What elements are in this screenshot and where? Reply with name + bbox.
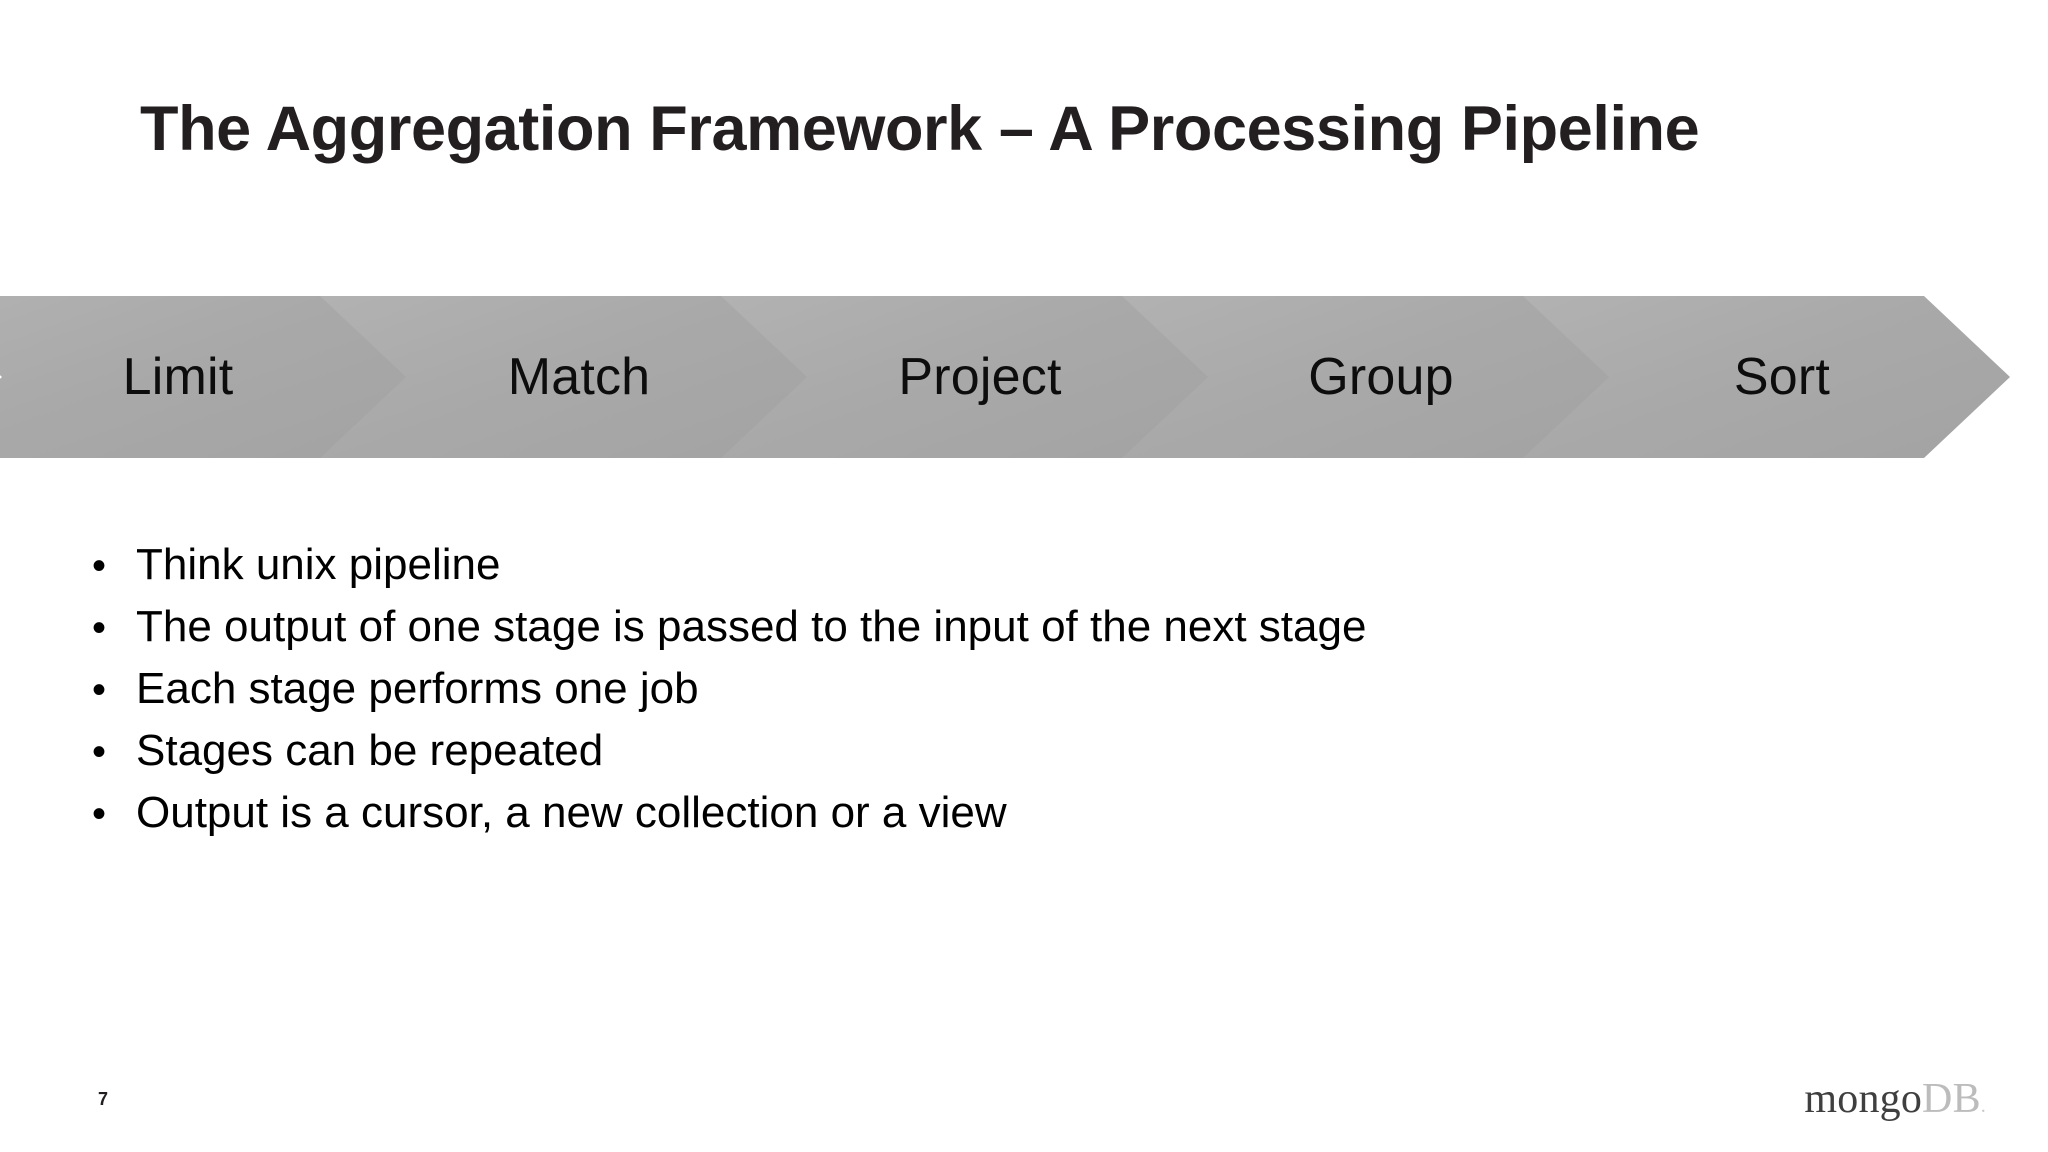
list-item: • The output of one stage is passed to th… [92,605,1892,667]
list-item-text: Stages can be repeated [136,726,604,775]
mongodb-logo: mongoDB. [1804,1078,1986,1120]
pipeline-stage-label: Project [898,348,1062,406]
pipeline-diagram: Limit Match Project Group Sort [0,296,2048,466]
pipeline-stage-label: Group [1308,348,1454,406]
bullet-marker-icon: • [92,792,107,836]
list-item-text: Think unix pipeline [136,540,501,589]
list-item: • Think unix pipeline [92,543,1892,605]
bullet-list: • Think unix pipeline • The output of one s… [92,543,1892,853]
pipeline-stage-limit[interactable]: Limit [0,296,406,458]
logo-text-mongo: mongo [1804,1076,1923,1122]
list-item: • Stages can be repeated [92,729,1892,791]
list-item-text: The output of one stage is passed to the… [136,602,1367,651]
page-number: 7 [98,1089,109,1109]
page-title: The Aggregation Framework – A Processing… [140,94,1700,165]
logo-text-db: DB [1922,1076,1981,1122]
pipeline-stage-label: Limit [122,348,234,406]
pipeline-stage-label: Match [507,348,651,406]
list-item-text: Output is a cursor, a new collection or … [136,788,1007,837]
bullet-marker-icon: • [92,668,107,712]
list-item-text: Each stage performs one job [136,664,699,713]
list-item: • Each stage performs one job [92,667,1892,729]
chevron-shape [0,296,406,458]
bullet-marker-icon: • [92,606,107,650]
list-item: • Output is a cursor, a new collection or… [92,791,1892,853]
pipeline-stage-project[interactable]: Project [718,296,1208,458]
logo-text-dot: . [1980,1095,1986,1117]
pipeline-stage-label: Sort [1733,348,1831,406]
bullet-marker-icon: • [92,730,107,774]
bullet-marker-icon: • [92,544,107,588]
